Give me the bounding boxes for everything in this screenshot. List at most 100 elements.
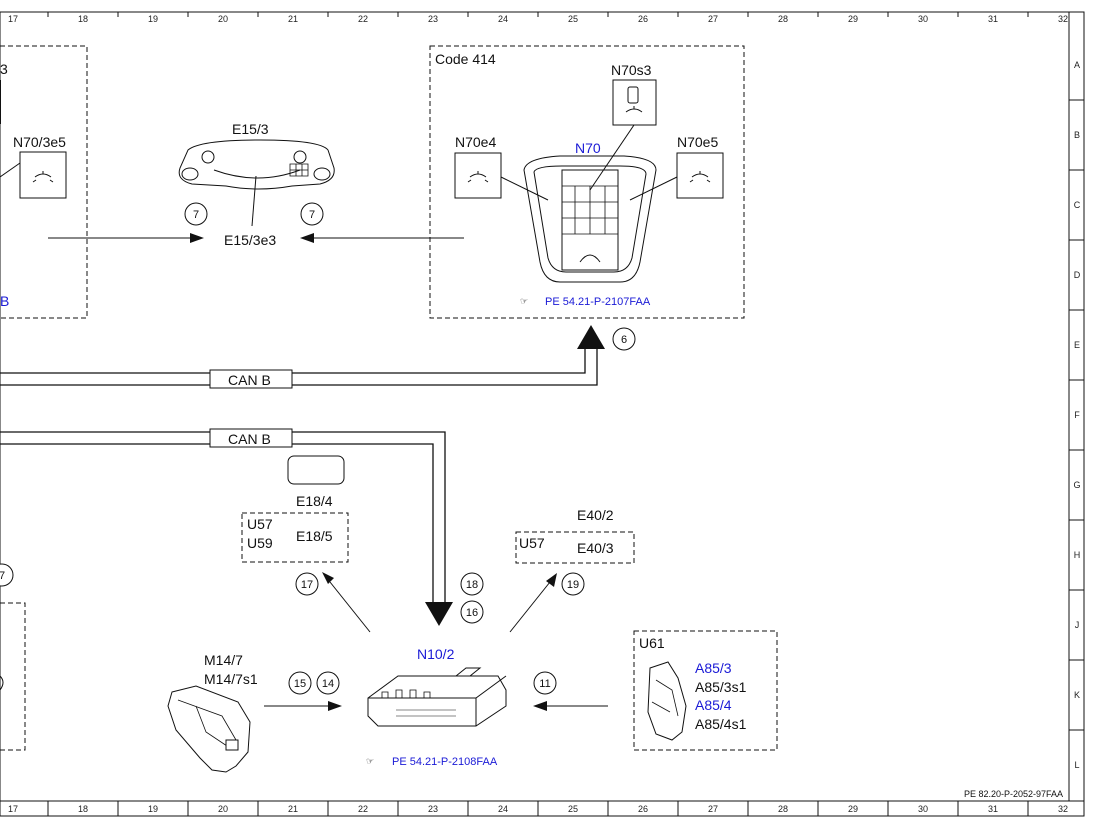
lamp-icon [467, 171, 489, 183]
row-tick-label: G [1073, 480, 1080, 490]
column-tick-label: 18 [78, 14, 88, 24]
column-tick-label: 30 [918, 804, 928, 814]
circle-6: 6 [621, 334, 627, 346]
roof-light-housing [178, 139, 335, 190]
roof-light-bulb-left [201, 150, 215, 164]
n70-3e5-label: N70/3e5 [13, 134, 66, 150]
u57-label: U57 [247, 516, 273, 532]
circle-left-edge: 7 [0, 570, 5, 582]
column-tick-label: 17 [8, 804, 18, 814]
row-tick-label: A [1074, 60, 1080, 70]
n10-2-group: 18 16 N10/2 ☞ PE 54.21-P-2108FAA [366, 572, 507, 768]
n70s3-label: N70s3 [611, 62, 652, 78]
m14-7-group: M14/7 M14/7s1 15 14 [167, 652, 342, 773]
column-tick-label: 32 [1058, 14, 1068, 24]
circle-14: 14 [322, 678, 334, 690]
n70e5-lamp [676, 152, 724, 199]
column-tick-label: 29 [848, 14, 858, 24]
row-tick-label: B [1074, 130, 1080, 140]
column-tick-label: 17 [8, 14, 18, 24]
column-tick-label: 24 [498, 804, 508, 814]
n10-2-label: N10/2 [417, 646, 455, 662]
column-tick-label: 19 [148, 14, 158, 24]
column-tick-label: 26 [638, 804, 648, 814]
column-tick-label: 27 [708, 14, 718, 24]
column-tick-label: 22 [358, 804, 368, 814]
circle-roof-right: 7 [309, 209, 315, 221]
e40-group: E40/2 U57 E40/3 19 [509, 507, 635, 633]
n70e5-label: N70e5 [677, 134, 718, 150]
n70e4-label: N70e4 [455, 134, 496, 150]
row-tick-label: L [1074, 760, 1079, 770]
u61-group: U61 A85/3 A85/3s1 A85/4 A85/4s1 11 [533, 630, 778, 751]
n70-overhead-module [523, 155, 657, 283]
e15-3-label: E15/3 [232, 121, 269, 137]
row-tick-label: J [1075, 620, 1080, 630]
left-box-label-bottom: B [0, 293, 9, 309]
a85-4-label: A85/4 [695, 697, 732, 713]
hand-pointer-icon: ☞ [366, 756, 374, 766]
switch-assembly-icon [647, 661, 687, 741]
row-tick-label: F [1074, 410, 1080, 420]
e15-3e3-label: E15/3e3 [224, 232, 276, 248]
column-tick-label: 28 [778, 804, 788, 814]
u61-label: U61 [639, 635, 665, 651]
column-tick-label: 31 [988, 804, 998, 814]
column-tick-label: 23 [428, 804, 438, 814]
e18-group: E18/4 U57 U59 E18/5 17 [241, 455, 371, 633]
column-tick-label: 32 [1058, 804, 1068, 814]
n70-reference-link[interactable]: PE 54.21-P-2107FAA [545, 296, 651, 308]
column-tick-label: 31 [988, 14, 998, 24]
row-tick-label: D [1074, 270, 1081, 280]
row-tick-label: K [1074, 690, 1080, 700]
a85-4s1-label: A85/4s1 [695, 716, 747, 732]
column-tick-label: 26 [638, 14, 648, 24]
column-tick-label: 24 [498, 14, 508, 24]
column-tick-label: 21 [288, 804, 298, 814]
left-box-label-top: 3 [0, 61, 8, 77]
lamp-icon [689, 171, 711, 183]
circle-18: 18 [466, 579, 478, 591]
column-tick-label: 30 [918, 14, 928, 24]
row-tick-label: E [1074, 340, 1080, 350]
a85-3s1-label: A85/3s1 [695, 679, 747, 695]
e18-5-label: E18/5 [296, 528, 333, 544]
lamp-icon [32, 171, 54, 183]
a85-3-label: A85/3 [695, 660, 732, 676]
column-tick-label: 28 [778, 14, 788, 24]
circle-16: 16 [466, 607, 478, 619]
m14-7s1-label: M14/7s1 [204, 671, 258, 687]
circle-15: 15 [294, 678, 306, 690]
m14-7-label: M14/7 [204, 652, 243, 668]
circle-roof-left: 7 [193, 209, 199, 221]
column-tick-label: 29 [848, 804, 858, 814]
column-tick-label: 18 [78, 804, 88, 814]
column-tick-label: 23 [428, 14, 438, 24]
e18-4-lamp [287, 455, 345, 485]
roof-light-group: E15/3 7 7 E15/3e3 [48, 121, 464, 248]
u59-label: U59 [247, 535, 273, 551]
left-bottom-partial-box: 7 [0, 563, 26, 751]
hand-pointer-icon: ☞ [520, 296, 528, 306]
column-tick-label: 21 [288, 14, 298, 24]
u57-label-e40: U57 [519, 535, 545, 551]
left-partial-box: 3 N70/3e5 B [0, 45, 88, 319]
row-tick-label: H [1074, 550, 1081, 560]
column-tick-label: 20 [218, 804, 228, 814]
can-b-upper-arrowhead [577, 325, 605, 349]
column-tick-label: 25 [568, 804, 578, 814]
n10-2-reference-link[interactable]: PE 54.21-P-2108FAA [392, 756, 498, 768]
circle-17: 17 [301, 579, 313, 591]
column-tick-label: 25 [568, 14, 578, 24]
door-lock-motor-icon [167, 685, 251, 773]
code-414-box: Code 414 N70s3 N70e4 N70 N70e5 ☞ PE 54.2… [429, 45, 745, 351]
document-reference: PE 82.20-P-2052-97FAA [964, 789, 1063, 799]
can-b-upper-bus: CAN B [0, 325, 605, 389]
n70e4-lamp [454, 152, 502, 199]
switch-icon [627, 86, 639, 104]
can-b-lower-arrowhead [425, 602, 453, 626]
